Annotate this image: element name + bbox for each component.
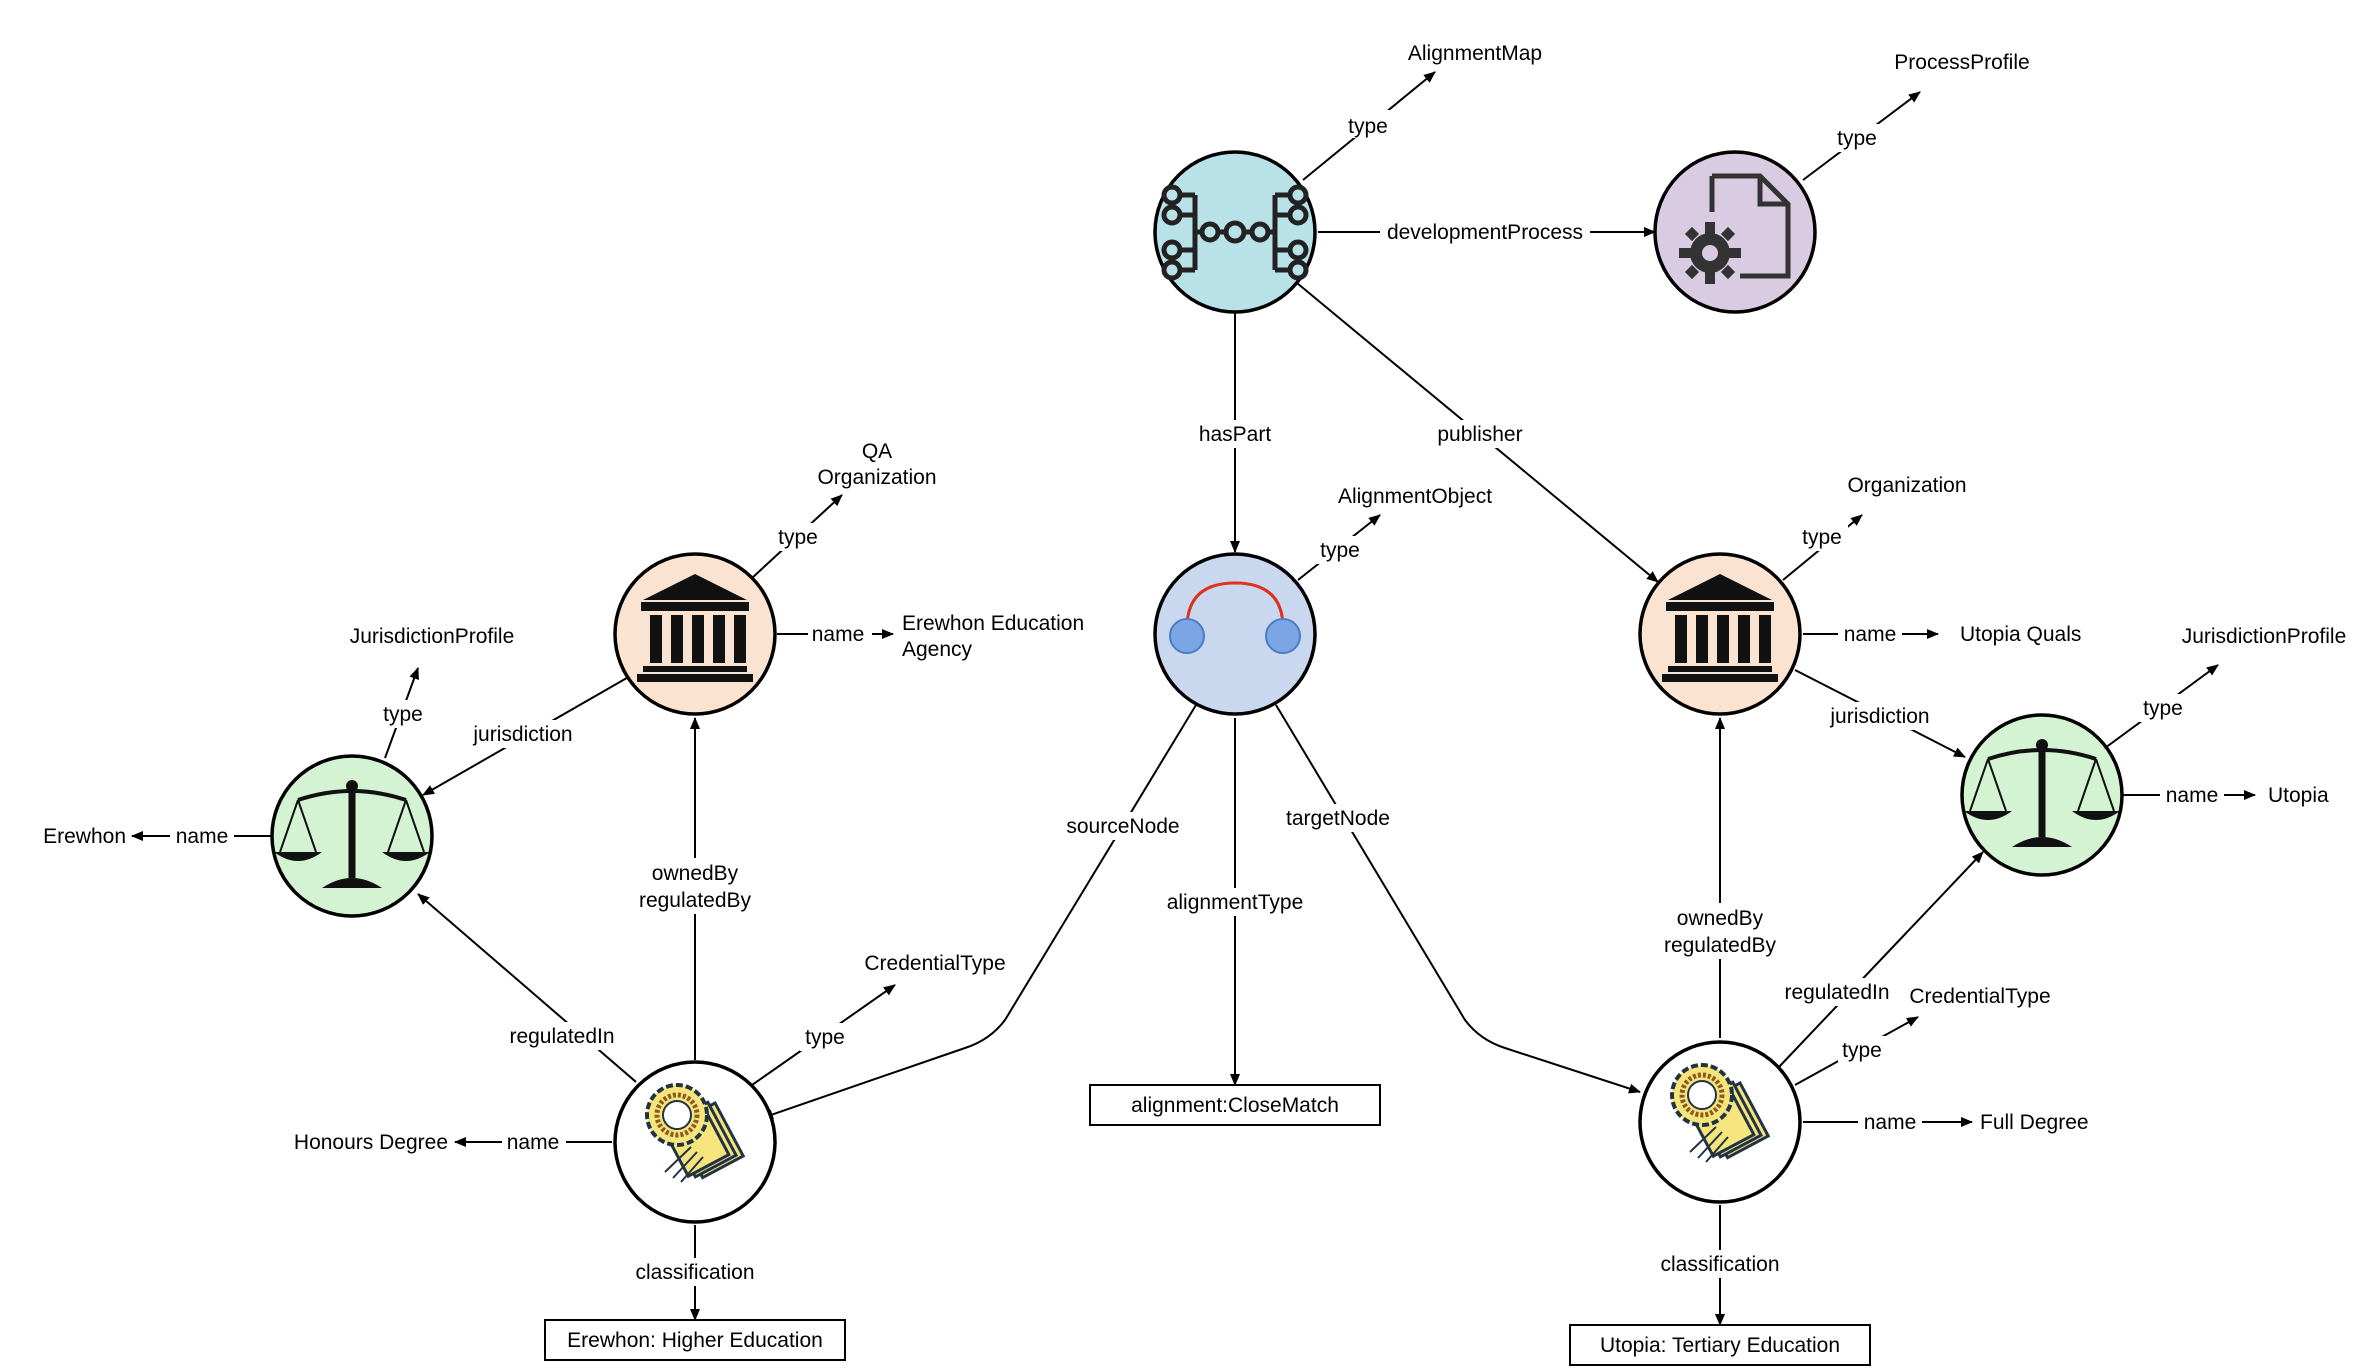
credential-type-left-text: CredentialType — [864, 952, 1005, 975]
label-full-owned-by: ownedBy — [1677, 907, 1764, 930]
label-publisher: publisher — [1437, 423, 1522, 446]
label-quals-name: name — [1844, 623, 1897, 646]
certificate-icon — [645, 1083, 746, 1183]
certificate-icon — [1670, 1063, 1771, 1163]
erewhon-agency-name-line1: Erewhon Education — [902, 612, 1084, 635]
label-object-type: type — [1320, 539, 1360, 562]
credential-type-right-text: CredentialType — [1909, 985, 2050, 1008]
utopia-quals-name-text: Utopia Quals — [1960, 623, 2081, 646]
utopia-quals-node[interactable] — [1638, 552, 1802, 716]
alignment-object-type-text: AlignmentObject — [1338, 485, 1492, 508]
full-degree-name-text: Full Degree — [1980, 1111, 2089, 1134]
utopia-name-text: Utopia — [2268, 784, 2329, 807]
label-has-part: hasPart — [1199, 423, 1272, 446]
label-source-node: sourceNode — [1066, 815, 1179, 838]
label-jurisdiction-right-type: type — [2143, 697, 2183, 720]
label-full-regulated-by: regulatedBy — [1664, 934, 1777, 957]
institution-icon — [637, 574, 753, 682]
alignment-object-node[interactable] — [1153, 552, 1317, 716]
utopia-jurisdiction-node[interactable] — [1960, 713, 2124, 877]
scales-icon — [274, 780, 430, 888]
label-target-node: targetNode — [1286, 807, 1390, 830]
erewhon-agency-name-line2: Agency — [902, 638, 973, 661]
label-honours-owned-by: ownedBy — [652, 862, 739, 885]
organization-type-text: Organization — [1847, 474, 1966, 497]
label-jurisdiction-left-type: type — [383, 703, 423, 726]
edge-honours-regulated-in — [417, 893, 637, 1083]
label-map-type: type — [1348, 115, 1388, 138]
label-full-name: name — [1864, 1111, 1917, 1134]
label-alignment-type: alignmentType — [1167, 891, 1304, 914]
label-quals-jurisdiction: jurisdiction — [1829, 705, 1929, 728]
label-honours-name: name — [507, 1131, 560, 1154]
node-labels: AlignmentMap ProcessProfile AlignmentObj… — [43, 42, 2346, 1357]
label-jurisdiction-left-name: name — [176, 825, 229, 848]
label-agency-type: type — [778, 526, 818, 549]
edge-source-node — [761, 704, 1197, 1120]
alignment-object-icon — [1169, 581, 1301, 654]
close-match-box — [1089, 1084, 1381, 1126]
process-profile-node[interactable] — [1653, 150, 1817, 314]
label-process-type: type — [1837, 127, 1877, 150]
erewhon-jurisdiction-node[interactable] — [270, 754, 434, 918]
label-jurisdiction-right-name: name — [2166, 784, 2219, 807]
document-gear-icon — [1679, 173, 1791, 284]
honours-degree-node[interactable] — [613, 1060, 777, 1224]
label-development-process: developmentProcess — [1387, 221, 1583, 244]
edge-full-regulated-in — [1777, 851, 1984, 1069]
label-honours-regulated-in: regulatedIn — [509, 1025, 614, 1048]
label-honours-regulated-by: regulatedBy — [639, 889, 752, 912]
utopia-classification-box — [1569, 1324, 1871, 1366]
label-full-regulated-in: regulatedIn — [1784, 981, 1889, 1004]
erewhon-agency-node[interactable] — [613, 552, 777, 716]
label-full-type: type — [1842, 1039, 1882, 1062]
honours-degree-name-text: Honours Degree — [294, 1131, 448, 1154]
qa-type-line1: QA — [862, 440, 892, 463]
label-agency-name: name — [812, 623, 865, 646]
process-profile-type-text: ProcessProfile — [1894, 51, 2029, 74]
institution-icon — [1662, 574, 1778, 682]
jurisdiction-profile-left-text: JurisdictionProfile — [350, 625, 515, 648]
full-degree-node[interactable] — [1638, 1040, 1802, 1204]
erewhon-classification-text: Erewhon: Higher Education — [567, 1329, 823, 1352]
qa-type-line2: Organization — [817, 466, 936, 489]
label-honours-classification: classification — [635, 1261, 754, 1284]
close-match-text: alignment:CloseMatch — [1131, 1094, 1339, 1117]
erewhon-classification-box — [544, 1319, 846, 1361]
label-quals-type: type — [1802, 526, 1842, 549]
edge-labels: type developmentProcess hasPart publishe… — [170, 110, 2224, 1286]
erewhon-name-text: Erewhon — [43, 825, 126, 848]
label-honours-type: type — [805, 1026, 845, 1049]
alignment-map-type-text: AlignmentMap — [1408, 42, 1542, 65]
utopia-classification-text: Utopia: Tertiary Education — [1600, 1334, 1840, 1357]
alignment-map-node[interactable] — [1153, 150, 1317, 314]
alignment-map-icon — [1161, 184, 1309, 281]
edge-target-node — [1275, 704, 1641, 1094]
label-full-classification: classification — [1660, 1253, 1779, 1276]
label-agency-jurisdiction: jurisdiction — [472, 723, 572, 746]
jurisdiction-profile-right-text: JurisdictionProfile — [2182, 625, 2347, 648]
scales-icon — [1964, 739, 2120, 847]
